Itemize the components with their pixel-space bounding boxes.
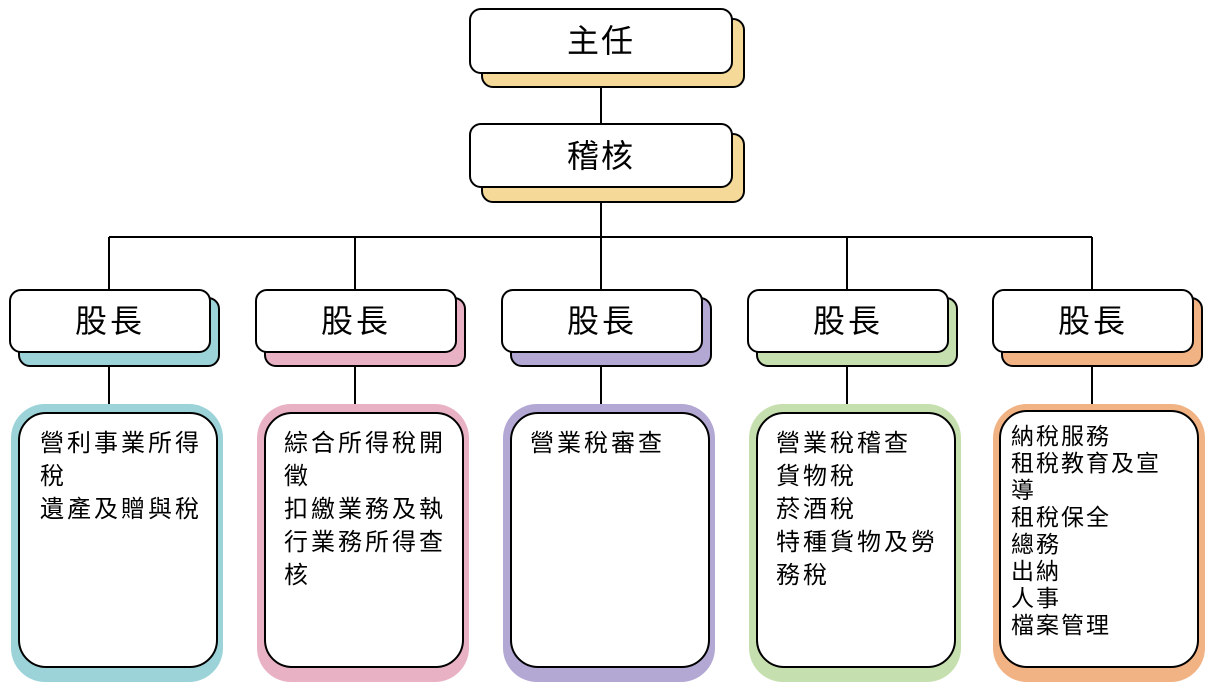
section-3-duties-list: 營業稅審查: [530, 427, 710, 460]
section-1-duties-list: 營利事業所得 稅 遺產及贈與稅: [40, 427, 218, 526]
duty-item: 貨物稅: [776, 462, 857, 490]
section-1-duties-box: [18, 412, 218, 668]
section-5-duties-list: 納稅服務 租稅教育及宣 導 租稅保全 總務 出納 人事 檔案管理: [1011, 424, 1197, 640]
section-2-chief-node: 股長: [255, 289, 457, 353]
director-label: 主任: [566, 22, 635, 60]
duty-item: 務稅: [776, 561, 830, 589]
duty-item: 營業稅稽查: [776, 429, 911, 457]
section-4-duties-box: [756, 412, 956, 668]
duty-item: 核: [284, 561, 311, 589]
duty-item: 納稅服務: [1011, 424, 1111, 450]
director-node: 主任: [469, 8, 733, 74]
section-2-chief-label: 股長: [320, 302, 391, 340]
duty-item: 稅: [40, 462, 67, 490]
section-5-duties-box: [999, 410, 1199, 668]
duty-item: 扣繳業務及執: [284, 495, 446, 523]
duty-item: 檔案管理: [1011, 613, 1111, 639]
section-4-chief-label: 股長: [812, 302, 883, 340]
section-2-duties-box: [264, 412, 464, 668]
section-5-chief-label: 股長: [1057, 302, 1128, 340]
section-4-duties-list: 營業稅稽查 貨物稅 菸酒稅 特種貨物及勞 務稅: [776, 427, 956, 592]
section-4-chief-node: 股長: [747, 289, 949, 353]
duty-item: 出納: [1011, 559, 1061, 585]
duty-item: 租稅保全: [1011, 505, 1111, 531]
duty-item: 徵: [284, 462, 311, 490]
duty-item: 菸酒稅: [776, 495, 857, 523]
duty-item: 綜合所得稅開: [284, 429, 446, 457]
section-1-chief-node: 股長: [9, 289, 211, 353]
duty-item: 營利事業所得: [40, 429, 202, 457]
duty-item: 人事: [1011, 586, 1061, 612]
duty-item: 特種貨物及勞: [776, 528, 938, 556]
section-3-chief-label: 股長: [566, 302, 637, 340]
duty-item: 導: [1011, 478, 1036, 504]
section-2-duties-list: 綜合所得稅開 徵 扣繳業務及執 行業務所得查 核: [284, 427, 464, 592]
section-3-duties-box: [510, 412, 710, 668]
section-5-chief-node: 股長: [992, 289, 1194, 353]
auditor-label: 稽核: [566, 136, 635, 175]
duty-item: 總務: [1011, 532, 1061, 558]
duty-item: 行業務所得查: [284, 528, 446, 556]
duty-item: 營業稅審查: [530, 429, 665, 457]
duty-item: 租稅教育及宣: [1011, 451, 1161, 477]
duty-item: 遺產及贈與稅: [40, 495, 202, 523]
section-1-chief-label: 股長: [74, 302, 145, 340]
auditor-node: 稽核: [469, 123, 733, 188]
section-3-chief-node: 股長: [501, 289, 703, 353]
